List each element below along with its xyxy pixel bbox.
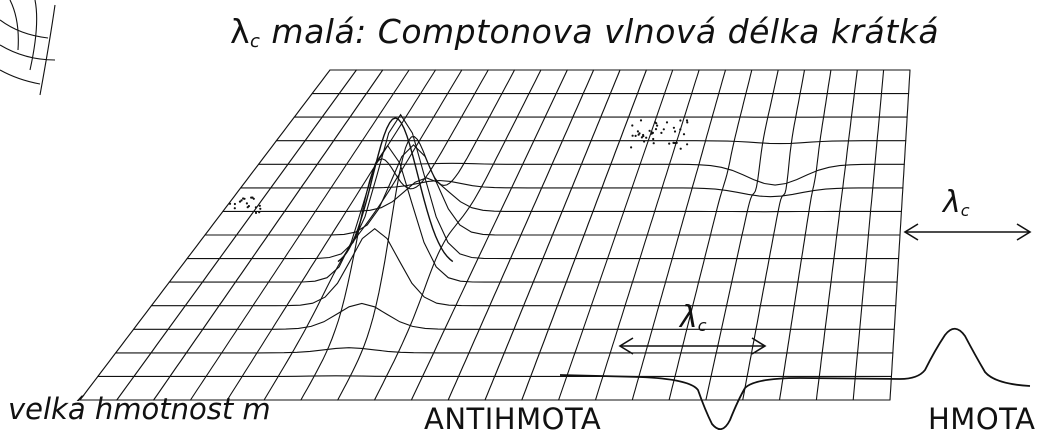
- lambda-subscript: c: [698, 316, 707, 335]
- lambda-label-right: λc: [943, 185, 970, 220]
- title-text: malá: Comptonova vlnová délka krátká: [260, 12, 939, 51]
- mass-label: velká hmotnost m: [8, 392, 271, 426]
- diagram-title: λc malá: Comptonova vlnová délka krátká: [230, 12, 939, 52]
- lambda-subscript: c: [961, 201, 970, 220]
- lambda-symbol: λ: [680, 300, 698, 335]
- matter-label: HMOTA: [928, 402, 1035, 436]
- title-lambda-symbol: λ: [230, 12, 250, 51]
- antimatter-label: ANTIHMOTA: [424, 402, 601, 436]
- lambda-arrow-lower: [620, 338, 765, 354]
- title-lambda-subscript: c: [250, 31, 260, 52]
- lambda-arrow-right: [905, 224, 1030, 240]
- wave-peak-surface: [338, 118, 453, 262]
- lambda-symbol: λ: [943, 185, 961, 220]
- lambda-label-lower: λc: [680, 300, 707, 335]
- corner-mesh-fragment: [0, 0, 55, 95]
- spacetime-grid: [80, 70, 910, 400]
